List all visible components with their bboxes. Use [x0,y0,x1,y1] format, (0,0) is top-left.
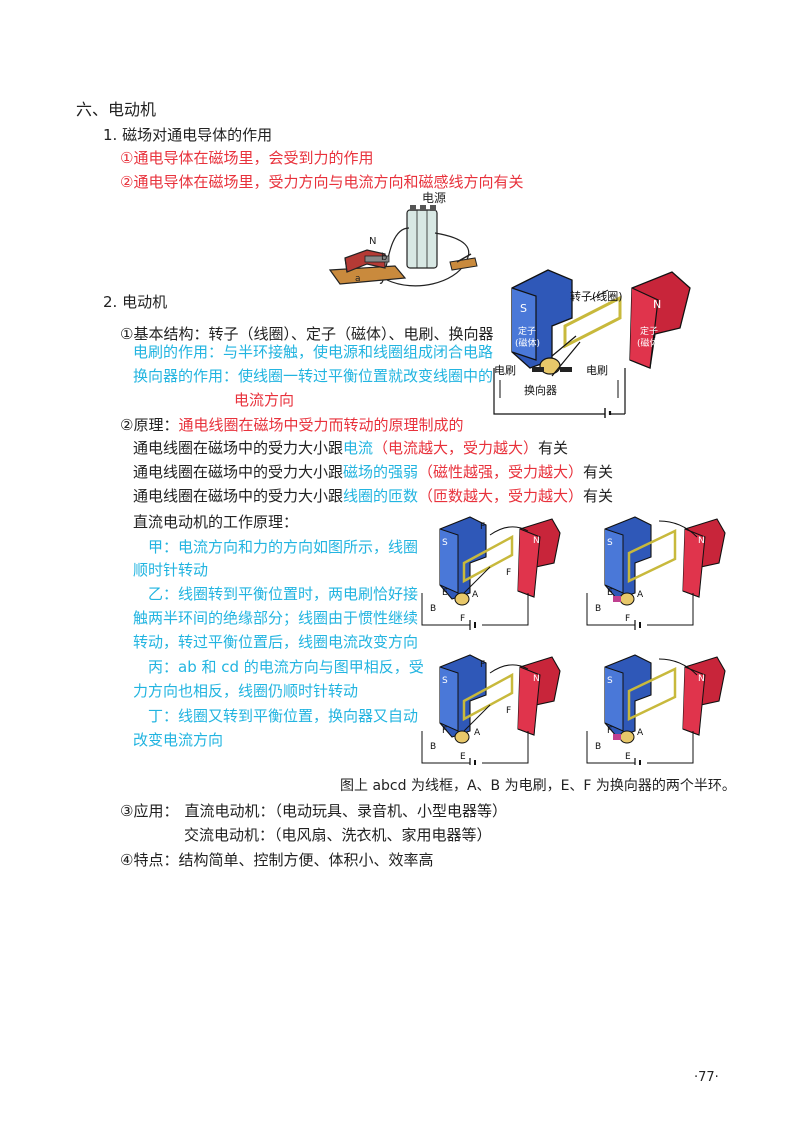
factor-line-1: 通电线圈在磁场中的受力大小跟电流（电流越大，受力越大）有关 [133,438,568,458]
factor3-note: （匝数越大，受力越大） [418,487,584,505]
stage-jia: S N F F E B A F [421,516,561,631]
stator-left-2: (磁体) [515,337,540,349]
svg-text:A: A [637,728,644,738]
bing-2: 力方向也相反，线圈仍顺时针转动 [133,682,359,700]
factor-prefix-3: 通电线圈在磁场中的受力大小跟 [133,487,344,505]
stator-right-1: 定子 [640,325,658,337]
structure-line: ①基本结构：转子（线圈）、定子（磁体）、电刷、换向器 [120,325,494,343]
factor2-suffix: 有关 [583,463,614,481]
jia-2: 顺时针转动 [133,561,209,579]
part1-heading: 1. 磁场对通电导体的作用 [103,126,273,144]
commutator-role-2: 电流方向 [234,391,295,409]
commutator-role-1-text: 换向器的作用：使线圈一转过平衡位置就改变线圈中的 [133,367,494,385]
svg-text:B: B [430,604,436,614]
factor1-note: （电流越大，受力越大） [373,439,539,457]
yi-2: 触两半环间的绝缘部分；线圈由于惯性继续 [133,609,419,627]
factor3-key: 线圈的匝数 [343,487,419,505]
coil [563,295,622,349]
principle-label: ②原理： [120,416,179,434]
base-board [328,265,407,285]
svg-text:S: S [442,538,448,548]
ding-1: 丁：线圈又转到平衡位置，换向器又自动 [148,707,419,725]
factor3-suffix: 有关 [583,487,614,505]
app-label: ③应用： [120,802,179,820]
svg-text:F: F [480,660,485,670]
svg-text:F: F [442,726,447,736]
brush-role: 电刷的作用：与半环接触，使电源和线圈组成闭合电路 [133,343,494,361]
ding-2: 改变电流方向 [133,731,224,749]
svg-text:S: S [442,676,448,686]
app-line-dc: ③应用： 直流电动机：（电动玩具、录音机、小型电器等） [120,801,507,821]
bing-1: 丙：ab 和 cd 的电流方向与图甲相反，受 [148,658,424,676]
factor-line-3: 通电线圈在磁场中的受力大小跟线圈的匝数（匝数越大，受力越大）有关 [133,486,613,506]
svg-text:E: E [442,588,448,598]
app-dc: 直流电动机：（电动玩具、录音机、小型电器等） [184,802,507,820]
b-label: b [381,252,387,263]
svg-text:S: S [607,538,613,548]
brush-right-label: 电刷 [586,364,608,377]
svg-text:A: A [474,728,481,738]
motor-structure-figure: S 定子 (磁体) N 定子 (磁体) 转子(线圈) 电刷 电刷 换向器 [493,269,691,418]
svg-text:F: F [506,706,511,716]
svg-text:A: A [472,590,479,600]
battery-icon [406,209,438,269]
commutator-role-1: 换向器的作用：使线圈一转过平衡位置就改变线圈中的 [133,366,493,386]
part1-point1: ①通电导体在磁场里，会受到力的作用 [120,149,374,167]
svg-text:F: F [506,568,511,578]
svg-text:N: N [698,674,705,684]
factor2-key: 磁场的强弱 [343,463,419,481]
part2-heading: 2. 电动机 [103,293,168,311]
section-title: 六、电动机 [76,100,157,119]
principle-line: ②原理：通电线圈在磁场中受力而转动的原理制成的 [120,415,463,435]
svg-text:E: E [607,588,613,598]
features-line: ④特点：结构简单、控制方便、体积小、效率高 [120,851,434,869]
factor-prefix-1: 通电线圈在磁场中的受力大小跟 [133,439,344,457]
motor-stages-figure: S N F F E B A F S N E B A F S N F F F B … [421,516,726,765]
stator-right-2: (磁体) [637,337,662,349]
svg-text:A: A [637,590,644,600]
jia-1: 甲：电流方向和力的方向如图所示，线圈 [148,538,419,556]
svg-text:F: F [607,726,612,736]
app-ac: 交流电动机：（电风扇、洗衣机、家用电器等） [184,826,492,844]
stator-left-1: 定子 [518,325,536,337]
svg-text:N: N [533,536,540,546]
yi-1: 乙：线圈转到平衡位置时，两电刷恰好接 [148,585,419,603]
stage-yi: S N E B A F [586,516,726,631]
svg-text:S: S [607,676,613,686]
s-label: S [520,302,527,315]
principle-text: 通电线圈在磁场中受力而转动的原理制成的 [178,416,464,434]
yi-3: 转动，转过平衡位置后，线圈电流改变方向 [133,633,419,651]
factor-line-2: 通电线圈在磁场中的受力大小跟磁场的强弱（磁性越强，受力越大）有关 [133,462,613,482]
stage-bing: S N F F F B A E [421,654,561,765]
power-label: 电源 [422,191,446,205]
svg-text:B: B [595,604,601,614]
rotor-label: 转子(线圈) [570,289,623,303]
n-label: N [369,236,376,247]
page-number: ·77· [694,1070,719,1085]
factor1-suffix: 有关 [538,439,569,457]
factor-prefix-2: 通电线圈在磁场中的受力大小跟 [133,463,344,481]
n-label-big: N [653,298,661,311]
factor2-note: （磁性越强，受力越大） [418,463,584,481]
svg-text:N: N [533,674,540,684]
dc-heading: 直流电动机的工作原理： [133,513,299,531]
stage-ding: S N F B A E [586,654,726,765]
svg-text:F: F [625,614,630,624]
part1-point2: ②通电导体在磁场里，受力方向与电流方向和磁感线方向有关 [120,173,524,191]
svg-text:B: B [430,742,436,752]
brush-left-label: 电刷 [494,364,516,377]
svg-text:F: F [480,522,485,532]
svg-text:B: B [595,742,601,752]
commutator-label: 换向器 [524,383,557,397]
svg-text:E: E [625,752,631,762]
a-label: a [355,274,361,284]
conductor-power-figure: 电源 N b a [328,191,478,287]
svg-text:N: N [698,536,705,546]
factor1-key: 电流 [343,439,374,457]
figure-caption: 图上 abcd 为线框，A、B 为电刷，E、F 为换向器的两个半环。 [340,778,736,794]
svg-text:F: F [460,614,465,624]
svg-text:E: E [460,752,466,762]
